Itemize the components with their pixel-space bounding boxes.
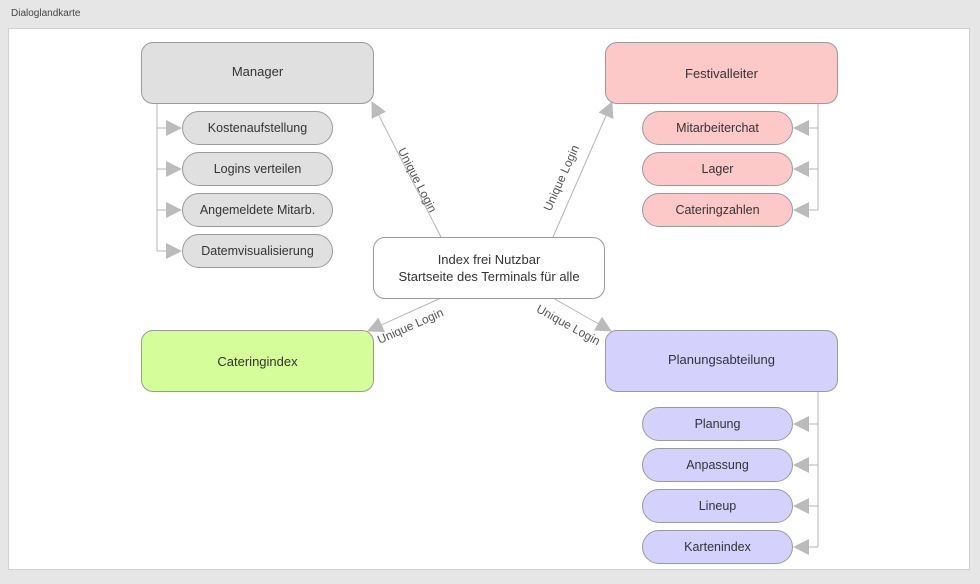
edge-to-cateringindex: [367, 297, 442, 333]
festivalleiter-node[interactable]: Festivalleiter: [605, 42, 838, 104]
planungsabteilung-node-label: Planungsabteilung: [668, 352, 775, 367]
edge-to-manager: [371, 101, 442, 238]
manager-child-datemvisualisierung[interactable]: Datemvisualisierung: [182, 234, 333, 268]
manager-node[interactable]: Manager: [141, 42, 374, 104]
edge-to-planungsabteilung: [552, 297, 612, 332]
index-node[interactable]: Index frei Nutzbar Startseite des Termin…: [373, 237, 605, 299]
cateringindex-node[interactable]: Cateringindex: [141, 330, 374, 392]
diagram-canvas: [8, 28, 970, 570]
festivalleiter-child-mitarbeiterchat[interactable]: Mitarbeiterchat: [642, 111, 793, 145]
planungsabteilung-node[interactable]: Planungsabteilung: [605, 330, 838, 392]
index-node-line1: Index frei Nutzbar: [437, 252, 541, 267]
manager-child-angemeldete-mitarb[interactable]: Angemeldete Mitarb.: [182, 193, 333, 227]
manager-node-label: Manager: [231, 64, 284, 79]
planungsabteilung-child-lineup[interactable]: Lineup: [642, 489, 793, 523]
festivalleiter-child-cateringzahlen[interactable]: Cateringzahlen: [642, 193, 793, 227]
manager-child-logins-verteilen[interactable]: Logins verteilen: [182, 152, 333, 186]
window-title: Dialoglandkarte: [11, 8, 81, 19]
festivalleiter-node-label: Festivalleiter: [685, 65, 758, 81]
festivalleiter-child-lager[interactable]: Lager: [642, 152, 793, 186]
index-node-line2: Startseite des Terminals für alle: [398, 269, 580, 284]
edge-to-festivalleiter: [552, 101, 614, 238]
planungsabteilung-child-anpassung[interactable]: Anpassung: [642, 448, 793, 482]
cateringindex-node-label: Cateringindex: [217, 353, 298, 369]
planungsabteilung-child-kartenindex[interactable]: Kartenindex: [642, 530, 793, 564]
planungsabteilung-child-planung[interactable]: Planung: [642, 407, 793, 441]
manager-child-kostenaufstellung[interactable]: Kostenaufstellung: [182, 111, 333, 145]
